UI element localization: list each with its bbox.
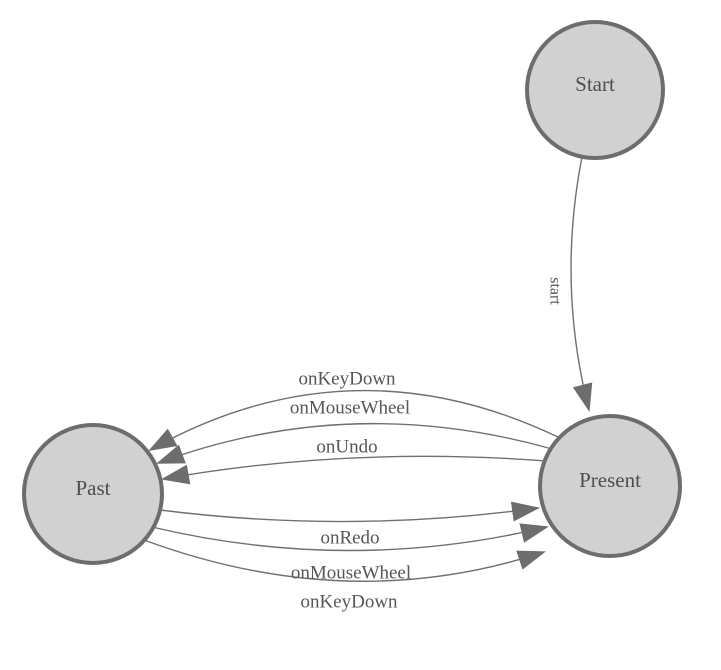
edge-present-to-past-onkeydown — [148, 389, 559, 451]
edge-label-past-to-present-onredo: onRedo — [320, 528, 379, 549]
edge-past-to-present-onkeydown — [143, 539, 546, 582]
node-circle-start[interactable] — [525, 20, 665, 160]
node-start[interactable]: Start — [525, 20, 665, 160]
node-circle-past[interactable] — [22, 423, 164, 565]
edge-present-to-past-onmousewheel — [156, 422, 553, 464]
edge-label-present-to-past-onmousewheel: onMouseWheel — [290, 398, 410, 419]
node-past[interactable]: Past — [22, 423, 164, 565]
edge-present-to-past-onundo — [161, 455, 547, 485]
node-present[interactable]: Present — [538, 414, 682, 558]
edge-past-to-present-onredo — [159, 501, 540, 523]
edge-label-start-to-present-start: start — [547, 277, 564, 305]
node-circle-present[interactable] — [538, 414, 682, 558]
edge-label-past-to-present-onmousewheel: onMouseWheel — [291, 563, 411, 584]
edge-start-to-present-start — [570, 156, 593, 412]
node-label-past: Past — [75, 476, 110, 500]
edge-label-present-to-past-onundo: onUndo — [316, 437, 377, 458]
edge-label-present-to-past-onkeydown: onKeyDown — [298, 369, 396, 390]
edge-past-to-present-onmousewheel — [151, 523, 549, 552]
node-label-present: Present — [579, 468, 641, 492]
node-label-start: Start — [575, 72, 615, 96]
edge-label-past-to-present-onkeydown: onKeyDown — [300, 592, 398, 613]
